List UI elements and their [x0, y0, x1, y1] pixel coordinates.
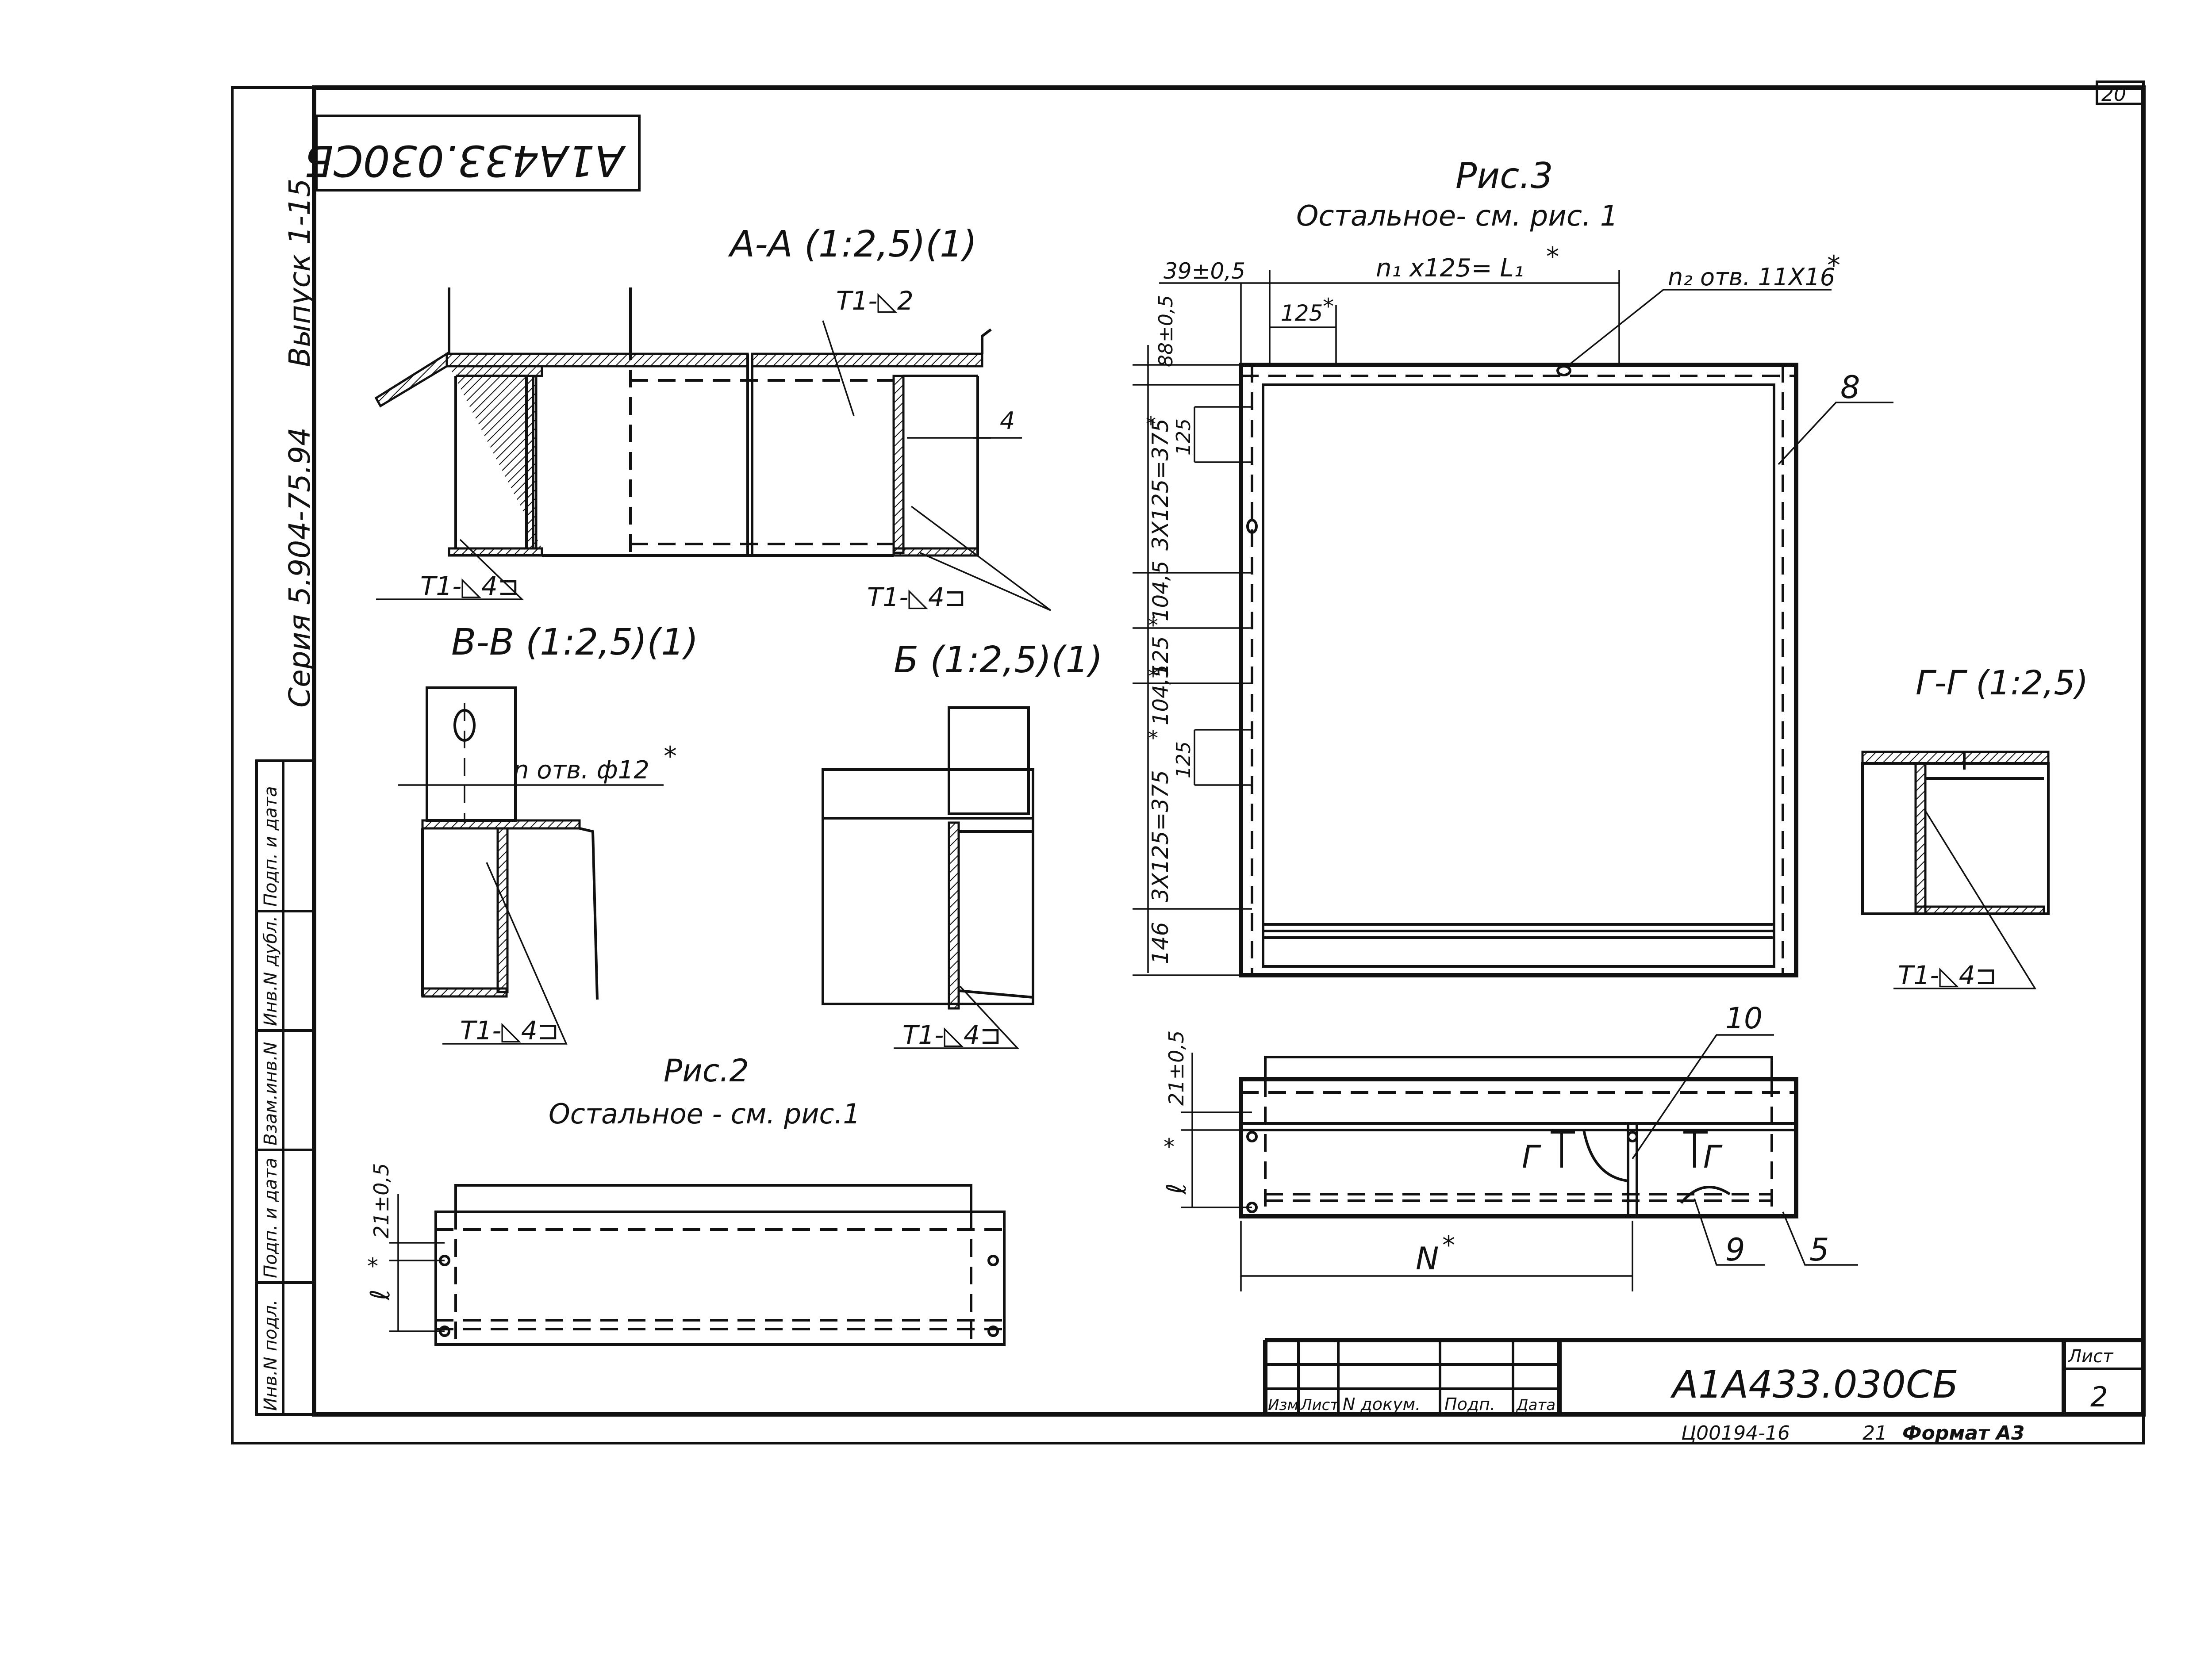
strip-label-4: Подп. и дата	[261, 786, 281, 907]
fig3-title: Рис.3	[1455, 155, 1553, 196]
tb-header-0: Изм	[1268, 1396, 1298, 1414]
tb-header-4: Дата	[1516, 1396, 1555, 1414]
page-number-top: 20	[2101, 83, 2126, 106]
gg-weld: Т1-◺4⊐	[1898, 960, 1997, 990]
fig3-dim-3x125a: 3Х125=375	[1148, 418, 1173, 551]
fig3-dim-1045b: 104,5	[1148, 665, 1173, 725]
strip-label-3: Инв.N дубл.	[261, 916, 281, 1026]
series-info: Серия 5.904-75.94	[283, 427, 317, 708]
fig3-dim-125: 125	[1281, 300, 1323, 326]
tb-header-1: Лист	[1300, 1396, 1339, 1414]
fig3-dim-125c: 125	[1172, 741, 1195, 778]
fig3-dim-88: 88±0,5	[1155, 295, 1177, 367]
rotated-number-box: А1А433.030СБ	[304, 115, 641, 192]
bb-holes: n отв. ф12	[513, 756, 649, 785]
strip-label-1: Подп. и дата	[261, 1158, 281, 1278]
strip-label-0: Инв.N подл.	[261, 1299, 281, 1411]
fig3-dim-21: 21±0,5	[1164, 1031, 1188, 1106]
aa-title: А-А (1:2,5)(1)	[728, 223, 977, 265]
fig3-dim-3x125b-star: *	[1148, 726, 1158, 750]
drawing-number-rotated: А1А433.030СБ	[304, 136, 626, 185]
footer-num: 21	[1863, 1422, 1887, 1444]
fig3-dim-125b: 125	[1148, 636, 1173, 677]
fig3-dim-3x125a-star: *	[1146, 412, 1156, 436]
aa-weld-top: Т1-◺2	[836, 286, 914, 316]
fig2: Рис.2 Остальное - см. рис.1 21±0,5 ℓ *	[365, 1053, 1006, 1346]
fig2-dim-l: ℓ	[365, 1289, 396, 1301]
fig2-dim-21: 21±0,5	[369, 1163, 393, 1238]
fig2-title: Рис.2	[664, 1053, 749, 1089]
fig3-dim-l-star: *	[1164, 1134, 1175, 1160]
fig3-dim-top-star: *	[1546, 241, 1559, 272]
fig3-dim-1045b-star: *	[1148, 664, 1158, 688]
fig3-dim-top: n₁ x125= L₁	[1376, 254, 1524, 283]
fig3-holes: n₂ отв. 11Х16	[1668, 263, 1835, 291]
b-title: Б (1:2,5)(1)	[894, 639, 1103, 681]
view-gg: Г-Г (1:2,5) Т1-◺4⊐	[1861, 663, 2088, 990]
view-b: Б (1:2,5)(1) Т1-◺4⊐	[822, 639, 1103, 1050]
strip-label-2: Взам.инв.N	[261, 1042, 281, 1145]
fig3-section-g-right: Г	[1703, 1139, 1723, 1175]
aa-weld-left: Т1-◺4⊐	[420, 571, 519, 601]
bb-weld: Т1-◺4⊐	[460, 1015, 559, 1046]
fig3-dim-125b-star: *	[1148, 613, 1158, 637]
view-aa: А-А (1:2,5)(1) Т1-◺2 Т1-◺4⊐ Т1-◺4	[374, 223, 1052, 612]
fig2-star: *	[367, 1253, 378, 1279]
fig3-dim-146: 146	[1148, 922, 1173, 964]
fig3-dim-n: N	[1416, 1241, 1439, 1277]
view-bb: В-В (1:2,5)(1) n отв. ф12 * Т1-◺4⊐	[398, 621, 699, 1046]
fig3-callout-8: 8	[1840, 369, 1860, 406]
drawing-frame: 20	[231, 80, 2146, 1444]
fig3-dim-39: 39±0,5	[1164, 258, 1245, 284]
format-label: Формат А3	[1902, 1422, 2025, 1444]
fig3-holes-star: *	[1827, 250, 1840, 281]
tb-header-3: Подп.	[1444, 1394, 1495, 1414]
bb-title: В-В (1:2,5)(1)	[451, 621, 699, 663]
sheet-number: 2	[2090, 1381, 2108, 1413]
fig3-dim-1045a: 104,5	[1148, 561, 1173, 621]
fig3-callout-9: 9	[1725, 1232, 1745, 1268]
fig3-dim-125-star: *	[1323, 294, 1334, 319]
fig3-dim-125a: 125	[1172, 418, 1195, 456]
drawing-number: А1А433.030СБ	[1670, 1363, 1959, 1407]
gg-title: Г-Г (1:2,5)	[1916, 663, 2088, 702]
fig3: Рис.3 Остальное- см. рис. 1 39±0,5 n₁ x1…	[1133, 155, 1893, 1291]
footer-code: Ц00194-16	[1681, 1422, 1790, 1444]
fig3-subtitle: Остальное- см. рис. 1	[1296, 200, 1618, 233]
b-weld: Т1-◺4⊐	[902, 1020, 1001, 1050]
fig3-dim-l: ℓ	[1161, 1183, 1192, 1195]
bb-star: *	[664, 741, 677, 772]
aa-dim-4: 4	[1000, 407, 1015, 435]
title-block: Изм Лист N докум. Подп. Дата А1А433.030С…	[1263, 1338, 2143, 1444]
fig3-dim-n-star: *	[1442, 1230, 1455, 1260]
issue-info: Выпуск 1-15	[283, 178, 317, 367]
fig3-section-g-left: Г	[1522, 1139, 1541, 1175]
sheet-label: Лист	[2067, 1346, 2114, 1367]
fig3-dim-3x125b: 3Х125=375	[1148, 770, 1173, 902]
aa-weld-right: Т1-◺4⊐	[867, 582, 966, 612]
fig2-subtitle: Остальное - см. рис.1	[549, 1098, 860, 1130]
fig3-callout-10: 10	[1725, 1001, 1763, 1035]
fig3-callout-5: 5	[1809, 1232, 1829, 1268]
tb-header-2: N докум.	[1343, 1394, 1421, 1414]
left-stamp-strip: Инв.N подл. Подп. и дата Взам.инв.N Инв.…	[255, 759, 315, 1416]
